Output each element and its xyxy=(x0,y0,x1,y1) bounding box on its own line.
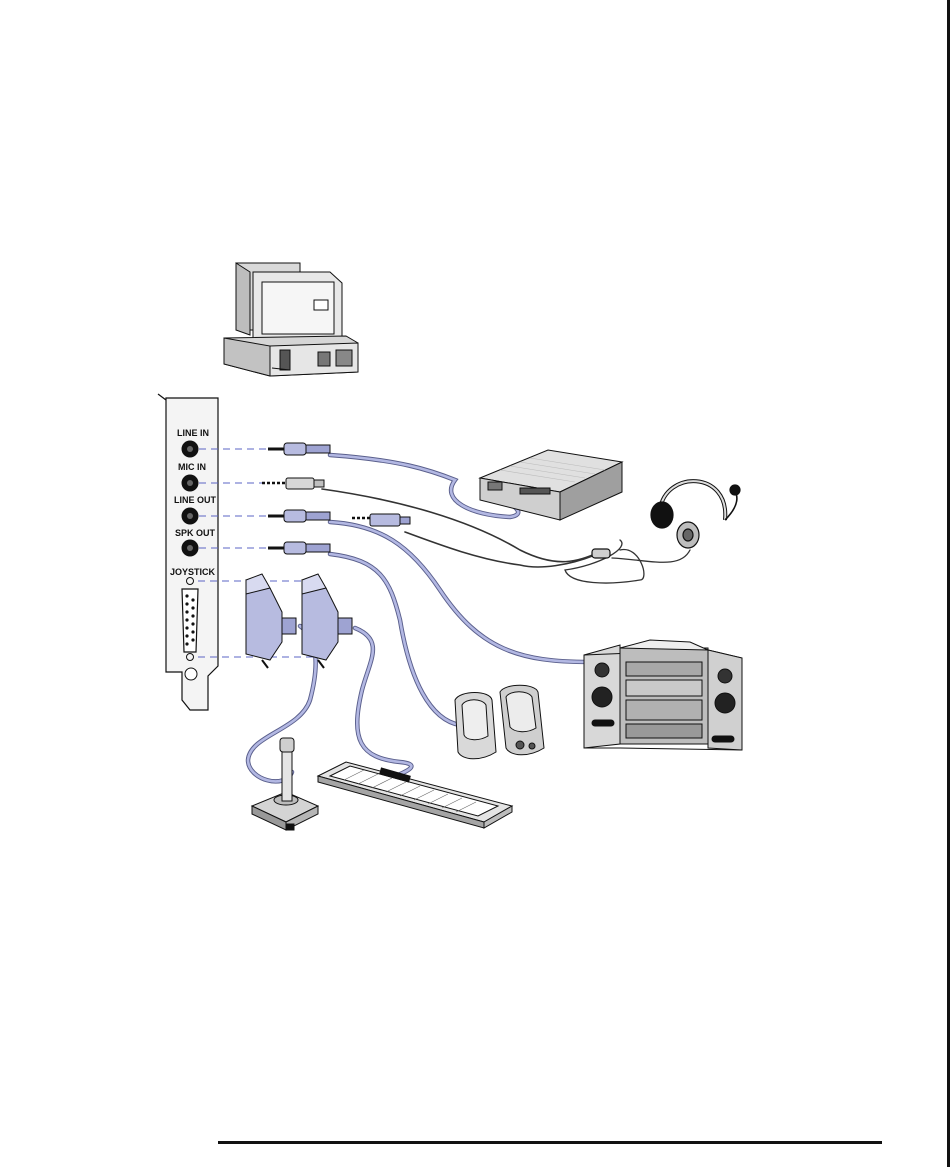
joystick-connector xyxy=(246,574,296,668)
stereo-system-icon xyxy=(584,640,742,750)
spk-out-jack[interactable] xyxy=(182,540,199,557)
sound-card-bracket: LINE IN MIC IN LINE OUT SPK OUT JOYSTICK xyxy=(158,394,218,710)
midi-keyboard-icon xyxy=(318,762,512,828)
mic-in-plug xyxy=(262,478,324,489)
spk-out-label: SPK OUT xyxy=(175,528,216,538)
headset-plug xyxy=(352,514,410,526)
mic-in-label: MIC IN xyxy=(178,462,206,472)
cd-player-icon xyxy=(480,450,622,520)
line-out-jack[interactable] xyxy=(182,508,199,525)
joystick-icon xyxy=(252,738,318,830)
line-in-jack[interactable] xyxy=(182,441,199,458)
mic-in-jack[interactable] xyxy=(182,475,199,492)
line-in-label: LINE IN xyxy=(177,428,209,438)
joystick-port[interactable] xyxy=(182,578,198,661)
computer-icon xyxy=(224,263,358,376)
line-in-plug xyxy=(268,443,330,455)
footer-rule xyxy=(218,1141,882,1144)
joystick-label: JOYSTICK xyxy=(170,567,216,577)
line-out-plug xyxy=(268,510,330,522)
speakers-icon xyxy=(455,685,544,759)
midi-connector xyxy=(302,574,352,668)
spk-out-plug xyxy=(268,542,330,554)
line-out-label: LINE OUT xyxy=(174,495,217,505)
